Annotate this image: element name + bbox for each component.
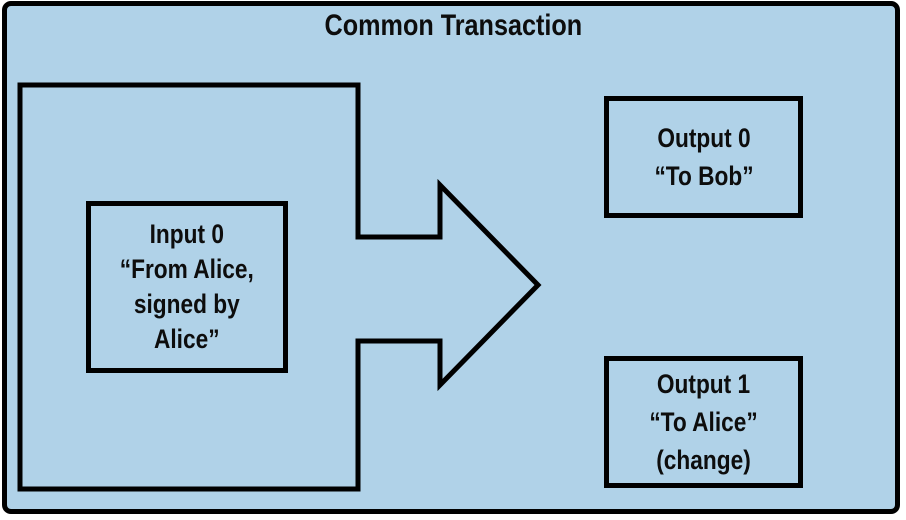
input0-line: signed by [134,289,240,319]
output1-line: “To Alice” [649,407,758,437]
input0-line: “From Alice, [119,254,255,284]
output0-line: Output 0 [656,123,751,153]
output1-line: Output 1 [656,369,751,399]
input0-line: Alice” [154,324,220,354]
input0-box-text: Input 0 “From Alice, signed by Alice” [120,217,254,357]
output0-line: “To Bob” [653,161,754,191]
input0-line: Input 0 [149,219,225,249]
output1-box-text: Output 1 “To Alice” (change) [649,365,757,479]
figure-title: Common Transaction [0,9,906,43]
output1-box: Output 1 “To Alice” (change) [604,356,803,488]
output0-box-text: Output 0 “To Bob” [654,119,753,195]
figure-title-text: Common Transaction [324,9,582,42]
input0-box: Input 0 “From Alice, signed by Alice” [86,201,288,373]
output0-box: Output 0 “To Bob” [604,96,803,218]
output1-line: (change) [656,445,751,475]
